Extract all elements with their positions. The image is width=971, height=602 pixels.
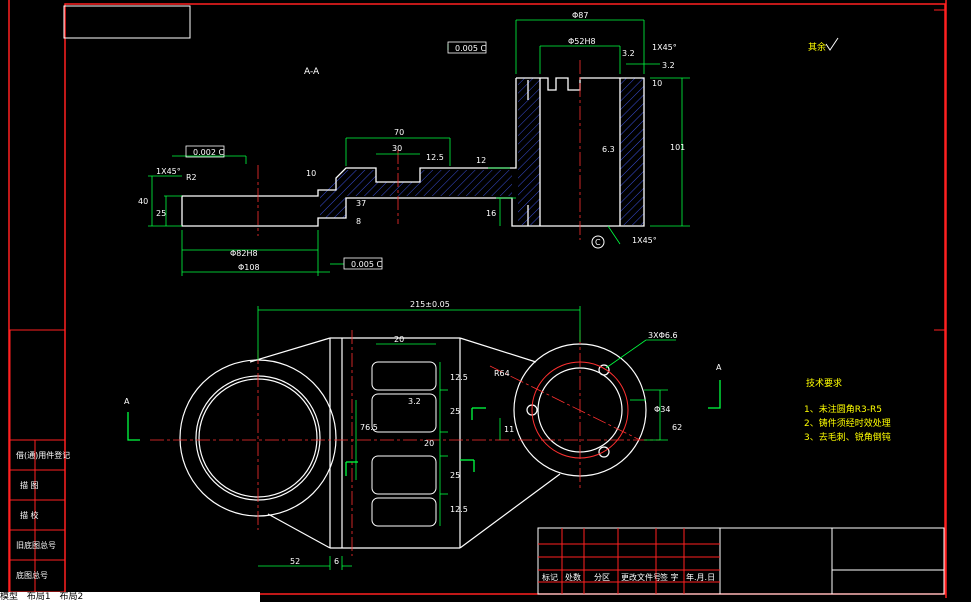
dim-d16: 1X45° (156, 167, 181, 176)
layout-tabs-bar: 模型 布局1 布局2 (0, 592, 260, 602)
dim-d18: Φ108 (238, 263, 260, 272)
tb-header-6: 年.月.日 (686, 572, 715, 582)
dim-d11: 16 (486, 209, 496, 218)
dim-d1: Φ87 (572, 11, 588, 20)
tab-layout-2[interactable]: 布局2 (59, 592, 84, 602)
left-col-label-4: 旧底图总号 (16, 540, 56, 550)
view-marker-left: A (124, 397, 130, 406)
plan-dim-p4: 25 (450, 471, 460, 480)
rough-r4: 3.2 (622, 49, 635, 58)
tb-header-5: 签 字 (660, 572, 679, 582)
datum-c-circle (591, 235, 605, 249)
plan-dim-p11: R64 (494, 369, 510, 378)
tb-header-2: 处数 (565, 572, 581, 582)
tech-req-title: 技术要求 (806, 377, 842, 389)
tab-layout-1[interactable]: 布局1 (26, 592, 51, 602)
plan-centerlines (150, 330, 660, 556)
section-outline (181, 77, 645, 227)
dim-d12: 8 (356, 217, 361, 226)
left-col-label-3: 描 校 (20, 510, 39, 520)
tol-frame-2: 0.002 C (193, 148, 224, 157)
datum-c-label: C (595, 238, 601, 247)
plan-dim-overall: 215±0.05 (410, 300, 450, 309)
dim-d10: 10 (306, 169, 316, 178)
left-col-label-1: 借(通)用件登记 (16, 450, 70, 460)
roughness-symbol-icon (825, 37, 839, 51)
plan-dim-p9: 52 (290, 557, 300, 566)
plan-dimension-lines (257, 306, 676, 570)
left-column-table (9, 329, 66, 593)
left-col-label-2: 描 图 (20, 480, 39, 490)
plan-dim-p14: 62 (672, 423, 682, 432)
section-dimension-lines (148, 19, 690, 276)
dim-d9: 12 (476, 156, 486, 165)
sheet-border-outer (64, 3, 946, 595)
dim-d2: Φ52H8 (568, 37, 596, 46)
view-marker-right: A (716, 363, 722, 372)
rough-r1: R2 (186, 173, 197, 182)
plan-dim-p3: 25 (450, 407, 460, 416)
title-block (537, 527, 945, 595)
plan-dim-p10: 6 (334, 557, 339, 566)
section-label: A-A (304, 67, 320, 77)
corner-label-box (63, 5, 191, 39)
tech-req-item-1: 1、未注圆角R3-R5 (804, 403, 882, 415)
plan-pockets (371, 361, 437, 527)
dim-d8: 30 (392, 144, 402, 153)
dim-d14: 25 (156, 209, 166, 218)
dim-d3: 1X45° (652, 43, 677, 52)
plan-dim-p7: 20 (424, 439, 434, 448)
title-block-grid (538, 528, 720, 594)
section-hatch (320, 78, 644, 225)
dim-d5: 10 (652, 79, 662, 88)
tolerance-frames (185, 41, 487, 270)
tol-frame-3: 0.005 C (351, 260, 382, 269)
plan-dim-p8: 11 (504, 425, 514, 434)
dim-d19: 1X45° (632, 236, 657, 245)
tb-header-4: 更改文件号 (621, 572, 661, 582)
tech-req-item-2: 2、铸件须经时效处理 (804, 417, 891, 429)
plan-dim-p1: 20 (394, 335, 404, 344)
plan-section-markers (127, 380, 721, 476)
plan-dim-p12: 3XΦ6.6 (648, 331, 678, 340)
plan-dim-p6: 76.5 (360, 423, 378, 432)
dim-d4: 3.2 (662, 61, 675, 70)
tb-header-3: 分区 (594, 573, 610, 582)
tb-header-1: 标记 (542, 572, 558, 582)
dim-d15: 40 (138, 197, 148, 206)
dim-d6: 101 (670, 143, 685, 152)
rough-r2: 12.5 (426, 153, 444, 162)
plan-dim-p2: 12.5 (450, 373, 468, 382)
tab-model[interactable]: 模型 (0, 592, 19, 602)
plan-dim-p15: 3.2 (408, 397, 421, 406)
section-centerlines (257, 60, 581, 240)
roughness-note: 其余 (808, 41, 826, 53)
plan-dim-p5: 12.5 (450, 505, 468, 514)
plan-dim-p13: Φ34 (654, 405, 670, 414)
dim-d17: Φ82H8 (230, 249, 258, 258)
dim-d7: 70 (394, 128, 404, 137)
rough-r3: 6.3 (602, 145, 615, 154)
tol-frame-1: 0.005 C (455, 44, 486, 53)
dim-d13: 37 (356, 199, 366, 208)
tech-req-item-3: 3、去毛刺、锐角倒钝 (804, 431, 891, 443)
left-col-label-5: 底图总号 (16, 570, 48, 580)
